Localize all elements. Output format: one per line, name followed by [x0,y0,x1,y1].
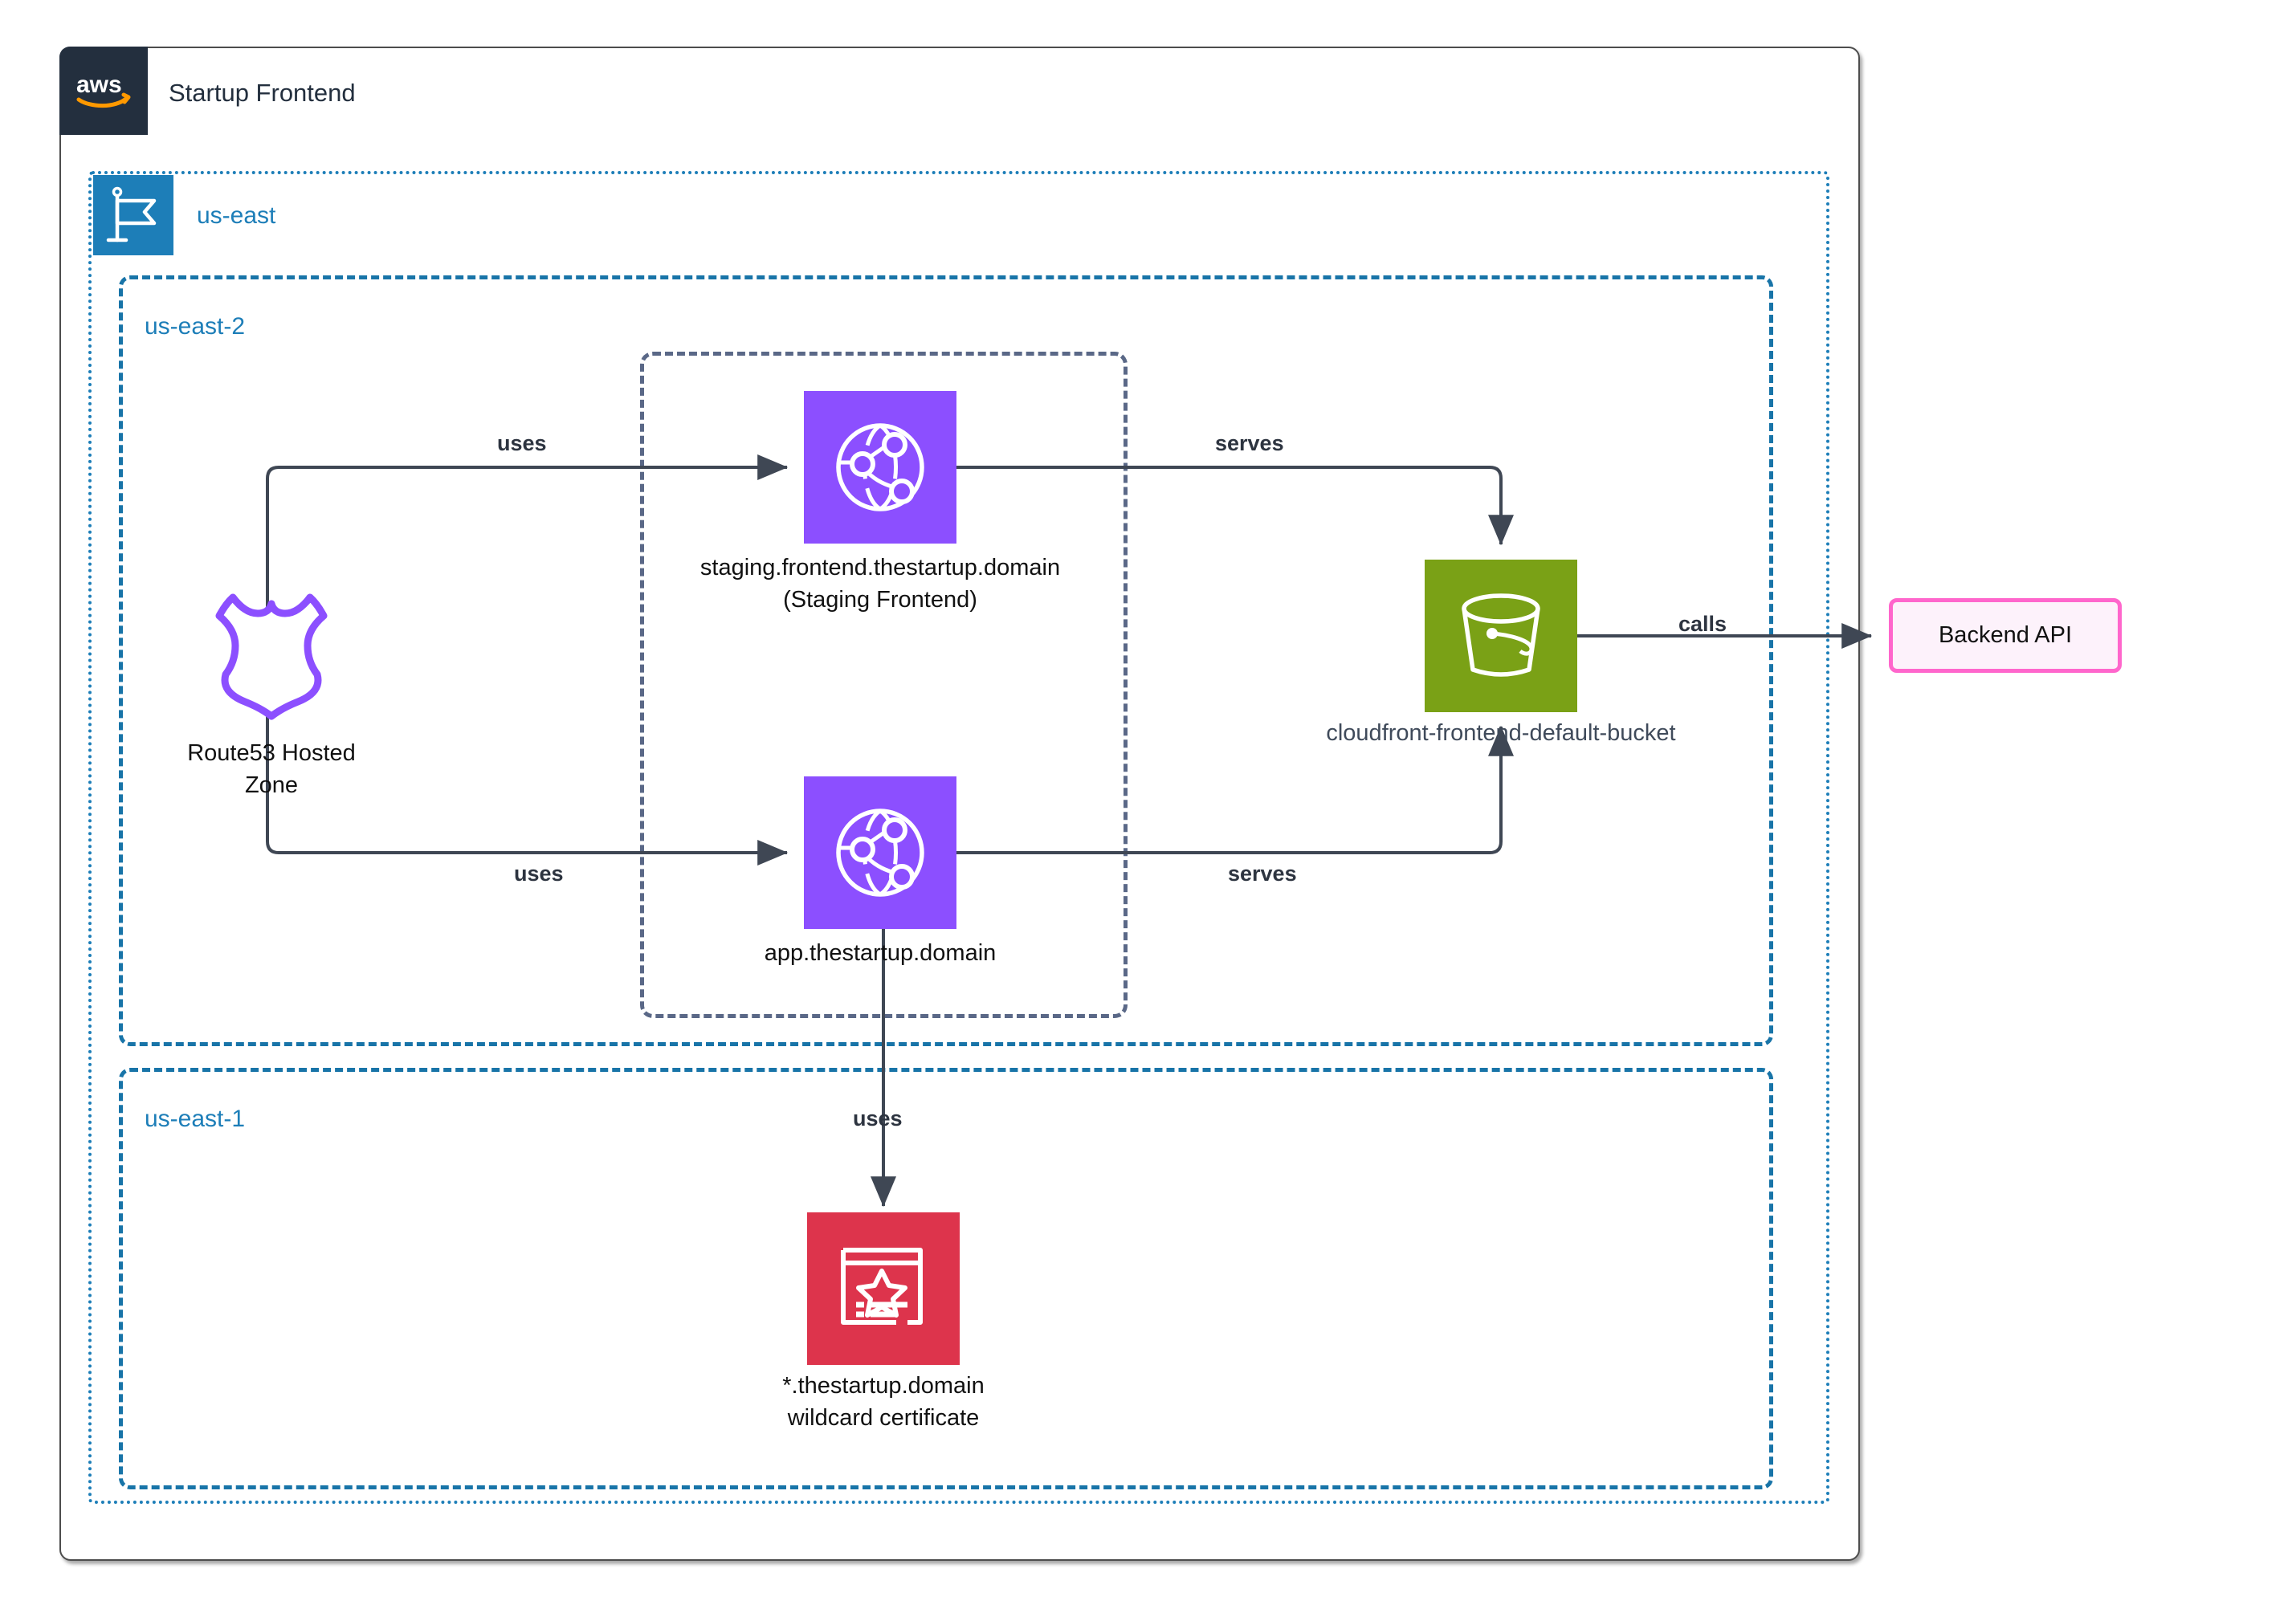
node-s3-bucket-label: cloudfront-frontend-default-bucket [1326,720,1676,746]
region-flag-icon [93,175,173,255]
node-backend-api-label: Backend API [1938,622,2073,648]
node-acm-certificate[interactable]: *.thestartup.domain wildcard certificate [782,1212,985,1431]
region-us-east-label: us-east [197,202,276,229]
region-us-east-2 [119,275,1773,1046]
edge-label-uses-app: uses [514,862,564,886]
region-us-east-1 [119,1068,1773,1489]
region-us-east [88,171,1829,1504]
edge-label-calls: calls [1678,612,1727,636]
edge-label-serves-app: serves [1228,862,1297,886]
node-cloudfront-staging-label: staging.frontend.thestartup.domain (Stag… [699,555,1061,613]
node-acm-certificate-label: *.thestartup.domain wildcard certificate [782,1373,985,1432]
edge-label-uses-staging: uses [497,431,547,455]
page-title: Startup Frontend [169,79,356,107]
cloudfront-icon [804,391,956,544]
region-us-east-2-label: us-east-2 [145,313,246,340]
edge-label-uses-certificate: uses [853,1106,903,1130]
node-cloudfront-app[interactable]: app.thestartup.domain [765,776,996,966]
node-cloudfront-staging[interactable]: staging.frontend.thestartup.domain (Stag… [700,391,1060,613]
route53-shield-icon [195,580,348,732]
node-cloudfront-app-label: app.thestartup.domain [764,940,997,966]
acm-certificate-icon [807,1212,960,1365]
aws-logo-icon: aws [59,47,148,135]
cloudfront-icon [804,776,956,929]
s3-bucket-icon [1425,560,1577,712]
node-route53-label: Route53 Hosted Zone [187,740,356,799]
node-backend-api[interactable]: Backend API [1889,598,2122,673]
edge-label-serves-staging: serves [1215,431,1284,455]
region-us-east-1-label: us-east-1 [145,1106,246,1132]
node-s3-bucket[interactable]: cloudfront-frontend-default-bucket [1326,560,1676,746]
svg-text:aws: aws [76,71,122,98]
